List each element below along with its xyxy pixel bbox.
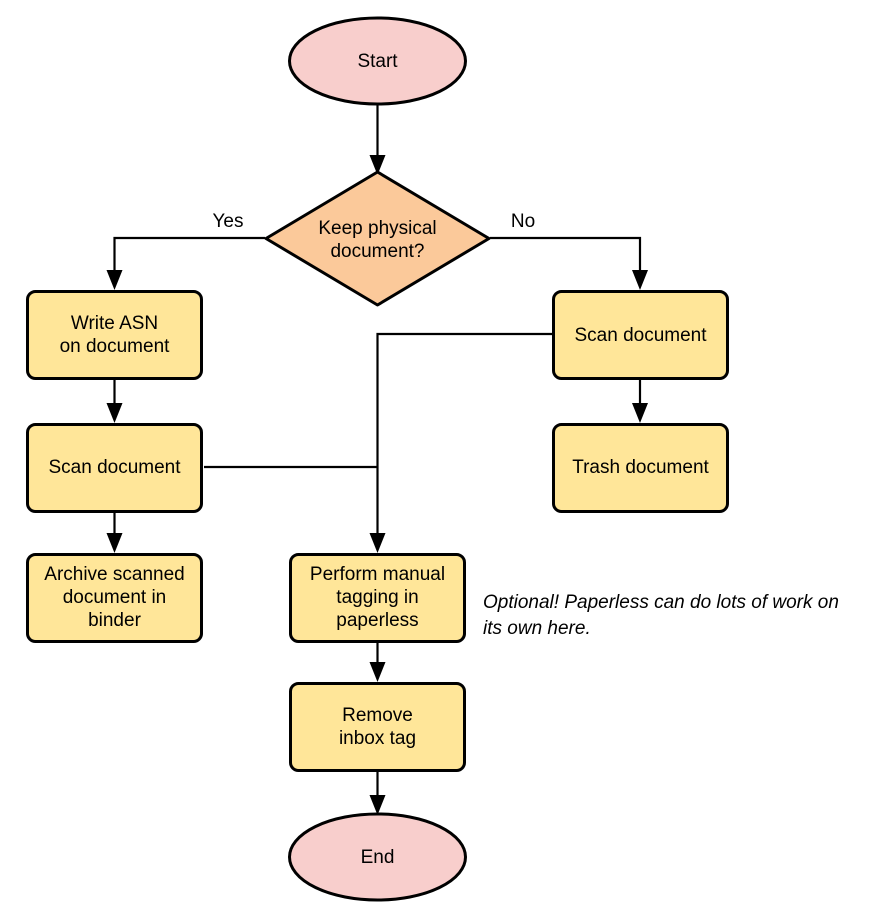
edge-decision-no-to-scan-right bbox=[490, 236, 648, 290]
archive-label-line3: binder bbox=[88, 610, 141, 631]
remove-inbox-box-shape bbox=[289, 682, 466, 772]
node-scan-document-left[interactable]: Scan document bbox=[26, 423, 203, 513]
write-asn-label-line2: on document bbox=[60, 336, 171, 357]
edge-remove-inbox-to-end bbox=[369, 771, 386, 815]
node-write-asn-on-document[interactable]: Write ASN on document bbox=[26, 290, 203, 380]
arrowhead-icon bbox=[106, 403, 123, 423]
archive-label-line2: document in bbox=[63, 587, 167, 608]
edge-write-asn-to-scan-left bbox=[106, 380, 123, 423]
archive-box-shape bbox=[26, 553, 203, 643]
edge-scan-left-to-archive bbox=[106, 512, 123, 553]
decision-diamond-shape bbox=[264, 170, 491, 307]
remove-inbox-label-line1: Remove bbox=[342, 705, 413, 726]
arrowhead-icon bbox=[632, 403, 648, 423]
arrowhead-icon bbox=[106, 270, 123, 290]
edge-start-to-decision bbox=[369, 104, 386, 175]
write-asn-label-line1: Write ASN bbox=[71, 313, 158, 334]
edge-tagging-to-remove-inbox bbox=[369, 643, 386, 682]
optional-note-line1: Optional! Paperless can do lots of work … bbox=[483, 592, 839, 613]
node-decision-keep-physical-document[interactable]: Keep physical document? bbox=[264, 170, 491, 307]
arrowhead-icon bbox=[369, 155, 386, 175]
end-label: End bbox=[361, 847, 395, 868]
edge-label-no: No bbox=[511, 211, 535, 232]
scan-document-left-label: Scan document bbox=[48, 457, 181, 478]
edge-scan-right-to-tagging bbox=[369, 332, 552, 553]
archive-label-line1: Archive scanned bbox=[44, 564, 184, 585]
trash-document-box-shape bbox=[552, 423, 729, 513]
decision-label-line2: document? bbox=[330, 241, 424, 262]
arrowhead-icon bbox=[369, 662, 386, 682]
start-ellipse-shape bbox=[288, 16, 467, 106]
node-trash-document[interactable]: Trash document bbox=[552, 423, 729, 513]
tagging-label-line3: paperless bbox=[336, 610, 418, 631]
annotation-optional-note: Optional! Paperless can do lots of work … bbox=[483, 592, 839, 639]
write-asn-box-shape bbox=[26, 290, 203, 380]
end-ellipse-shape bbox=[288, 812, 467, 902]
node-remove-inbox-tag[interactable]: Remove inbox tag bbox=[289, 682, 466, 772]
arrowhead-icon bbox=[369, 795, 386, 815]
optional-note-line2: its own here. bbox=[483, 618, 591, 639]
scan-document-right-box-shape bbox=[552, 290, 729, 380]
edge-label-yes: Yes bbox=[213, 211, 244, 232]
decision-label-line1: Keep physical bbox=[318, 218, 436, 239]
node-perform-manual-tagging[interactable]: Perform manual tagging in paperless bbox=[289, 553, 466, 643]
edge-decision-yes-to-write-asn bbox=[106, 236, 265, 290]
edge-scan-right-to-trash bbox=[632, 380, 648, 423]
arrowhead-icon bbox=[369, 533, 386, 553]
start-label: Start bbox=[357, 51, 398, 72]
scan-document-right-label: Scan document bbox=[574, 325, 707, 346]
arrowhead-icon bbox=[632, 270, 648, 290]
tagging-box-shape bbox=[289, 553, 466, 643]
trash-document-label: Trash document bbox=[572, 457, 709, 478]
scan-document-left-box-shape bbox=[26, 423, 203, 513]
node-archive-scanned-document[interactable]: Archive scanned document in binder bbox=[26, 553, 203, 643]
node-end[interactable]: End bbox=[288, 812, 467, 902]
node-scan-document-right[interactable]: Scan document bbox=[552, 290, 729, 380]
node-start[interactable]: Start bbox=[288, 16, 467, 106]
tagging-label-line1: Perform manual bbox=[310, 564, 445, 585]
tagging-label-line2: tagging in bbox=[336, 587, 418, 608]
arrowhead-icon bbox=[106, 533, 123, 553]
remove-inbox-label-line2: inbox tag bbox=[339, 728, 416, 749]
